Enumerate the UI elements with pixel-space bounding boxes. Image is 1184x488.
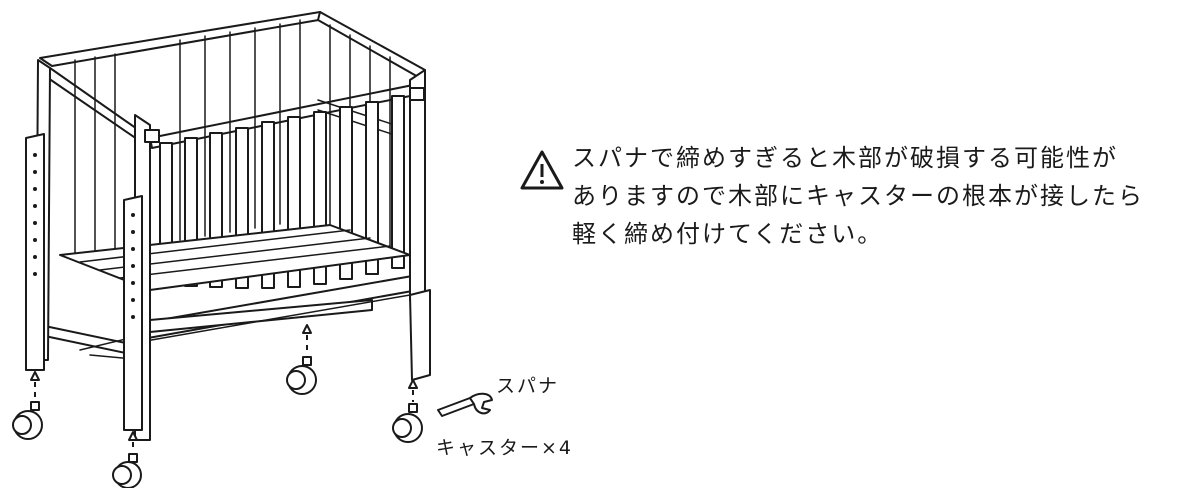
left-leg-holes [33,153,37,276]
caster-left [12,371,43,440]
caster-right [392,379,423,443]
warning-triangle-icon [520,150,564,190]
warning-line-3: 軽く締め付けてください。 [572,220,883,248]
spanner-icon [437,392,493,417]
caster-center [286,324,317,395]
crib-illustration [25,11,431,441]
warning-line-2: ありますので木部にキャスターの根本が接したら [572,182,1144,210]
casters-label: キャスター×4 [436,437,573,459]
caster-middle [112,431,142,488]
warning-line-1: スパナで締めすぎると木部が破損する可能性が [572,144,1118,172]
middle-leg-holes [131,213,135,319]
spanner-label: スパナ [496,375,559,397]
